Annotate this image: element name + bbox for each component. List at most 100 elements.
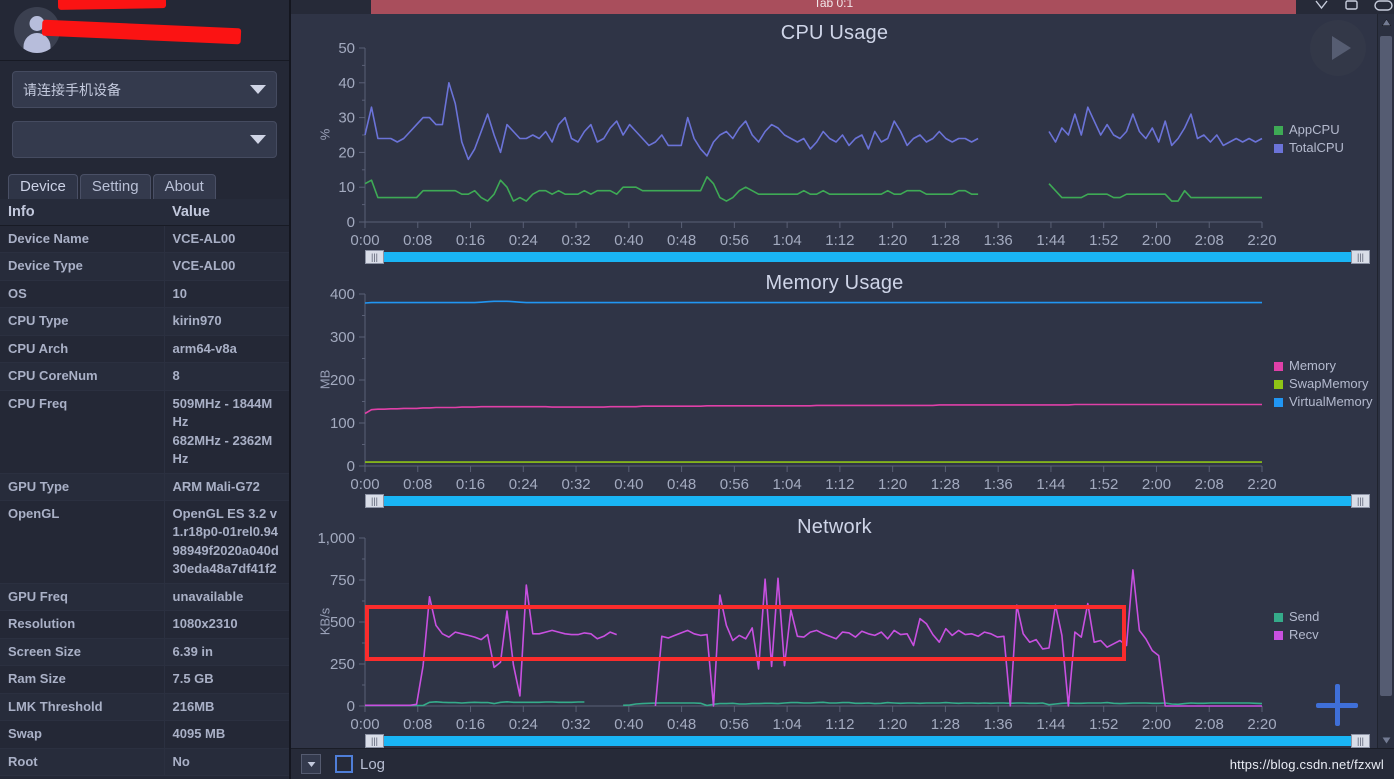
scroll-down-arrow-icon[interactable] [1378, 732, 1394, 748]
range-scrollbar-memory[interactable]: ||| ||| [365, 494, 1370, 508]
legend-item[interactable]: AppCPU [1274, 121, 1344, 139]
legend-label: VirtualMemory [1289, 394, 1373, 409]
y-tick-label: 30 [338, 110, 355, 127]
secondary-select[interactable] [12, 121, 277, 158]
log-checkbox[interactable] [335, 755, 353, 773]
add-button[interactable] [1310, 678, 1364, 732]
series-line-send [365, 701, 1263, 707]
range-handle-left[interactable]: ||| [365, 734, 384, 748]
x-tick-label: 0:00 [350, 232, 379, 249]
cell-info: CPU Type [0, 307, 165, 336]
profile-header [0, 0, 289, 61]
vertical-scrollbar[interactable] [1377, 14, 1394, 748]
legend-label: SwapMemory [1289, 376, 1369, 391]
series-line-recv [365, 569, 1262, 707]
legend-item[interactable]: VirtualMemory [1274, 393, 1373, 411]
x-tick-label: 1:20 [878, 716, 907, 733]
x-tick-label: 1:20 [878, 476, 907, 493]
series-line-totalcpu [364, 82, 1263, 161]
grip-icon: ||| [370, 251, 378, 262]
range-handle-left[interactable]: ||| [365, 250, 384, 264]
range-track[interactable] [365, 252, 1370, 262]
legend-item[interactable]: Send [1274, 608, 1319, 626]
legend-item[interactable]: Memory [1274, 357, 1373, 375]
tab-setting[interactable]: Setting [79, 174, 151, 199]
x-tick-label: 1:04 [773, 716, 802, 733]
cell-value: 6.39 in [164, 638, 289, 667]
range-scrollbar-network[interactable]: ||| ||| [365, 734, 1370, 748]
y-tick-label: 20 [338, 144, 355, 161]
range-track[interactable] [365, 736, 1370, 746]
legend-item[interactable]: Recv [1274, 626, 1319, 644]
grip-icon: ||| [370, 735, 378, 746]
cell-info: Device Name [0, 225, 165, 254]
range-scrollbar-cpu[interactable]: ||| ||| [365, 250, 1370, 264]
play-button[interactable] [1310, 20, 1366, 76]
sidebar: 请连接手机设备 Device Setting About Info Value … [0, 0, 291, 779]
tab-device[interactable]: Device [8, 174, 78, 199]
chart-title-cpu: CPU Usage [780, 22, 889, 44]
y-tick-label: 100 [330, 415, 355, 432]
x-tick-label: 2:20 [1247, 476, 1276, 493]
cell-value: VCE-AL00 [164, 252, 289, 281]
scroll-up-arrow-icon[interactable] [1378, 14, 1394, 30]
x-tick-label: 1:12 [825, 716, 854, 733]
cell-info: Swap [0, 720, 165, 749]
y-tick-label: 200 [330, 372, 355, 389]
range-track[interactable] [365, 496, 1370, 506]
range-handle-right[interactable]: ||| [1351, 734, 1370, 748]
x-tick-label: 0:08 [403, 232, 432, 249]
y-tick-label: 400 [330, 286, 355, 303]
cell-value: No [164, 748, 289, 776]
cell-info: Resolution [0, 610, 165, 639]
x-tick-label: 2:08 [1195, 716, 1224, 733]
range-handle-left[interactable]: ||| [365, 494, 384, 508]
legend-label: TotalCPU [1289, 140, 1344, 155]
x-tick-label: 0:16 [456, 716, 485, 733]
scrollbar-thumb[interactable] [1380, 36, 1392, 696]
expand-down-icon[interactable] [301, 754, 321, 774]
legend-item[interactable]: SwapMemory [1274, 375, 1373, 393]
maximize-icon[interactable] [1343, 0, 1360, 14]
range-handle-right[interactable]: ||| [1351, 250, 1370, 264]
window-topbar: Tab 0:1 [291, 0, 1394, 14]
cell-info: GPU Freq [0, 583, 165, 612]
tab-about[interactable]: About [152, 174, 216, 199]
range-handle-right[interactable]: ||| [1351, 494, 1370, 508]
legend-swatch-icon [1274, 125, 1283, 135]
legend-item[interactable]: TotalCPU [1274, 139, 1344, 157]
x-tick-label: 1:28 [931, 716, 960, 733]
y-axis-label: KB/s [317, 607, 333, 636]
minimize-icon[interactable] [1313, 0, 1330, 14]
window-controls [1313, 0, 1393, 14]
close-icon[interactable] [1373, 0, 1393, 14]
cell-info: Root [0, 748, 165, 776]
grip-icon: ||| [1356, 495, 1364, 506]
tab-strip[interactable]: Tab 0:1 [371, 0, 1296, 14]
device-select[interactable]: 请连接手机设备 [12, 71, 277, 108]
y-tick-label: 0 [347, 458, 355, 475]
y-tick-label: 250 [330, 656, 355, 673]
chart-axis [364, 48, 1262, 223]
